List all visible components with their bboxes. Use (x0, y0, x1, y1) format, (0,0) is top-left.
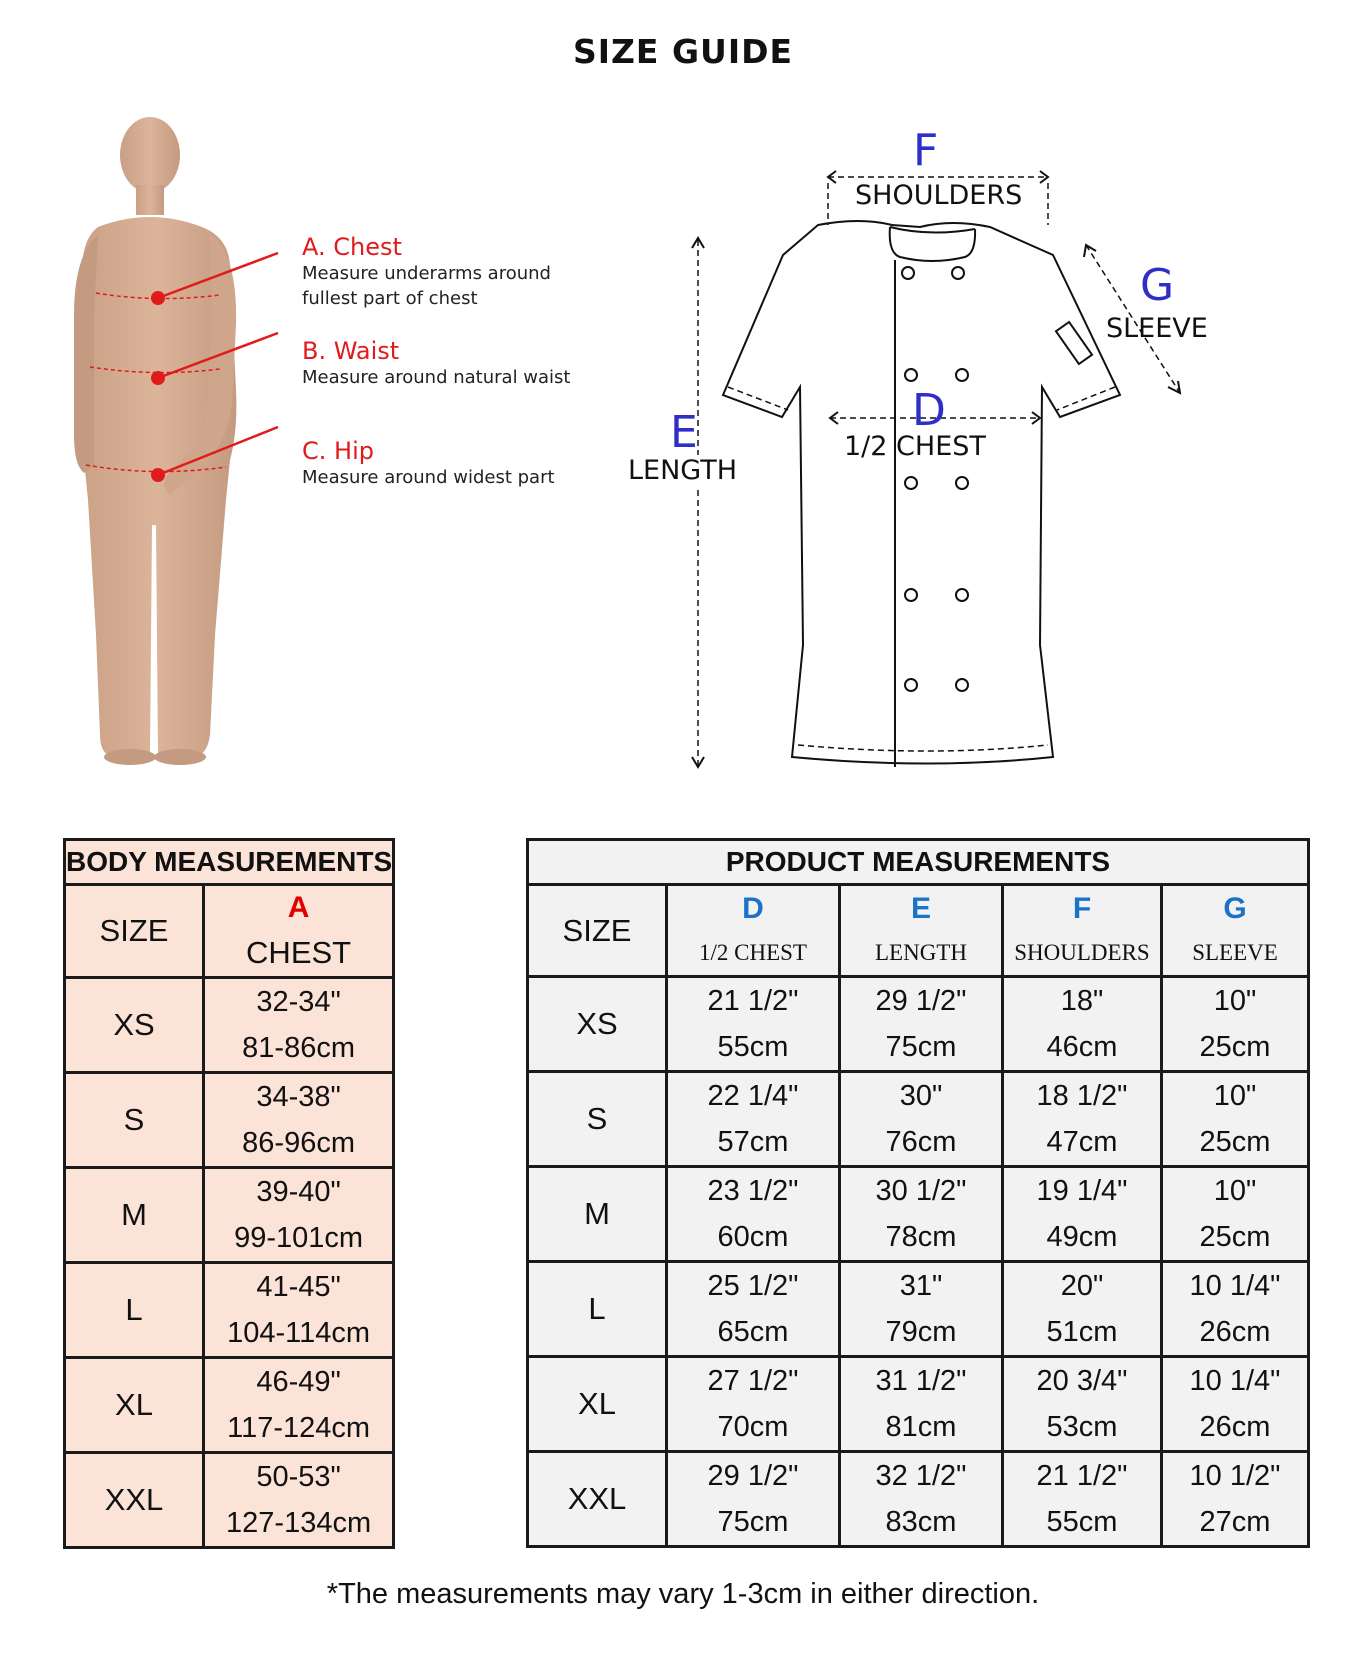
chest-label: A. Chest Measure underarms around fulles… (302, 233, 551, 309)
table-row: S 22 1/4"57cm 30"76cm 18 1/2"47cm 10"25c… (526, 1070, 1310, 1168)
size-cell: L (63, 1261, 205, 1359)
size-cell: XXL (63, 1451, 205, 1549)
value-cell: 50-53"127-134cm (201, 1451, 396, 1549)
human-silhouette-icon (74, 117, 279, 765)
table-row: XS 21 1/2"55cm 29 1/2"75cm 18"46cm 10"25… (526, 975, 1310, 1073)
length-label: LENGTH (628, 455, 738, 486)
chest-letter: A (287, 891, 310, 924)
jacket-diagram: F SHOULDERS G SLEEVE D 1/2 CHEST E LENGT… (620, 125, 1240, 775)
hip-label: C. Hip Measure around widest part (302, 437, 555, 488)
body-table-title: BODY MEASUREMENTS (62, 838, 396, 886)
chest-name: CHEST (246, 935, 352, 970)
size-cell: XL (63, 1356, 205, 1454)
shoulders-letter: F (913, 125, 939, 176)
sleeve-label: SLEEVE (1106, 313, 1208, 344)
length-letter: E (670, 407, 698, 458)
value-cell: 39-40"99-101cm (201, 1166, 396, 1264)
chest-label: 1/2 CHEST (844, 431, 986, 462)
size-header: SIZE (63, 883, 205, 979)
shoulders-label: SHOULDERS (855, 180, 1023, 211)
table-row: M 23 1/2"60cm 30 1/2"78cm 19 1/4"49cm 10… (526, 1165, 1310, 1263)
value-cell: 41-45"104-114cm (201, 1261, 396, 1359)
table-row: L 25 1/2"65cm 31"79cm 20"51cm 10 1/4"26c… (526, 1260, 1310, 1358)
waist-label: B. Waist Measure around natural waist (302, 337, 571, 388)
chef-jacket-icon (691, 170, 1182, 769)
size-cell: S (63, 1071, 205, 1169)
product-table-title: PRODUCT MEASUREMENTS (526, 838, 1310, 886)
table-row: XXL 29 1/2"75cm 32 1/2"83cm 21 1/2"55cm … (526, 1450, 1310, 1548)
value-cell: 46-49"117-124cm (201, 1356, 396, 1454)
chest-header: A CHEST (201, 883, 396, 979)
table-row: XL 27 1/2"70cm 31 1/2"81cm 20 3/4"53cm 1… (526, 1355, 1310, 1453)
value-cell: 32-34"81-86cm (201, 976, 396, 1074)
chest-letter: D (912, 385, 946, 436)
size-cell: XS (63, 976, 205, 1074)
size-cell: M (63, 1166, 205, 1264)
body-figure: A. Chest Measure underarms around fulles… (60, 115, 620, 815)
page-title: SIZE GUIDE (572, 32, 794, 71)
value-cell: 34-38"86-96cm (201, 1071, 396, 1169)
sleeve-letter: G (1140, 260, 1175, 311)
footnote: *The measurements may vary 1-3cm in eith… (326, 1578, 1040, 1610)
size-header: SIZE (526, 883, 668, 978)
